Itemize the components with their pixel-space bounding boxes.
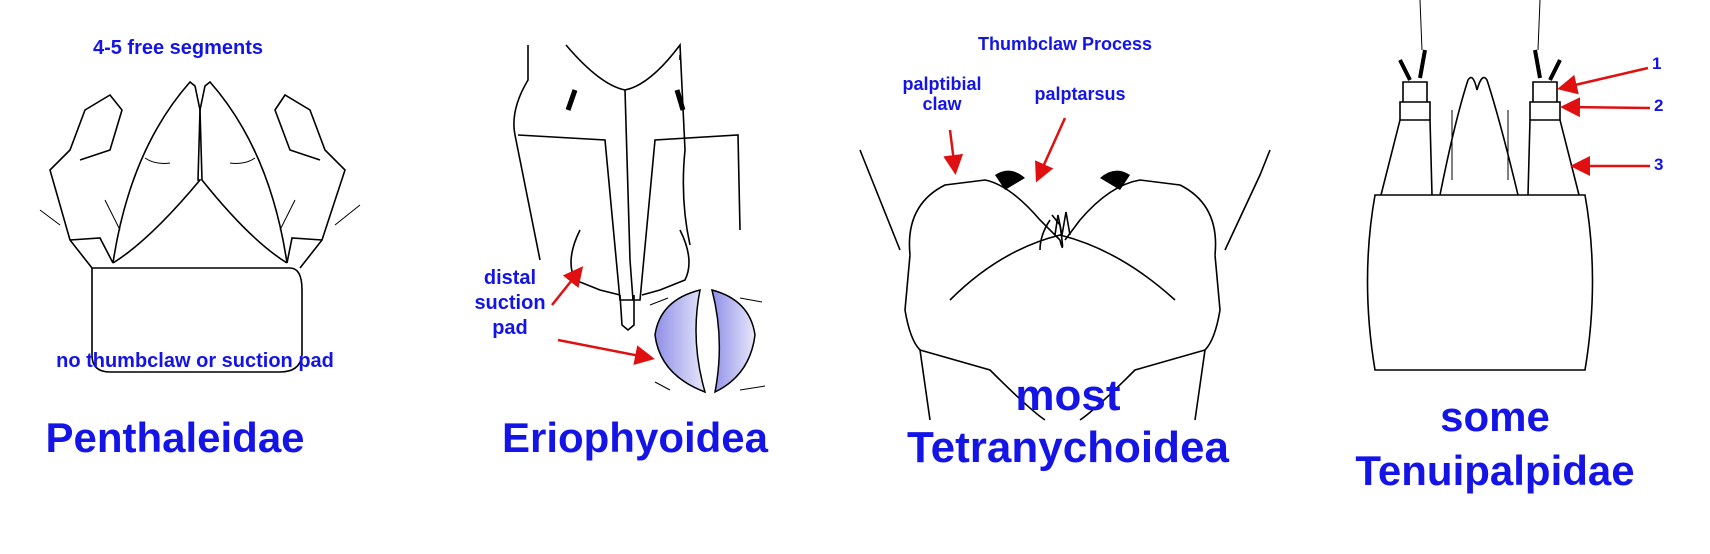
pointer-arrow [943, 129, 964, 175]
segment-number-2: 2 [1654, 96, 1664, 115]
pointer-arrow [557, 338, 655, 365]
label-line: suction [474, 292, 546, 314]
label-line: claw [922, 93, 962, 114]
label-line: palptibial [902, 74, 982, 94]
taxon-penthaleidae: Penthaleidae [45, 414, 305, 461]
thumbclaw-process-title: Thumbclaw Process [977, 34, 1153, 54]
tenuipalpidae-gnathosoma-drawing [1366, 0, 1594, 371]
taxon-eriophyoidea: Eriophyoidea [501, 414, 769, 461]
no-thumbclaw-note: no thumbclaw or suction pad [56, 350, 334, 372]
label-line: pad [492, 317, 528, 339]
pointer-arrow [551, 266, 584, 306]
palptarsus-label: palptarsus [1034, 84, 1126, 104]
label-line: some [1440, 393, 1550, 440]
segment-number-3: 3 [1654, 155, 1664, 174]
distal-suction-pad-label: distal suction pad [474, 266, 545, 341]
penthaleidae-gnathosoma-drawing [39, 80, 361, 373]
pointer-arrow [1557, 66, 1649, 95]
taxon-tenuipalpidae: some Tenuipalpidae [1355, 390, 1634, 498]
label-line: distal [483, 267, 537, 289]
label-line: most [1015, 371, 1121, 420]
eriophyoidea-gnathosoma-drawing [513, 42, 741, 332]
label-line: Tenuipalpidae [1355, 447, 1635, 494]
tetranychoidea-gnathosoma-drawing [859, 149, 1271, 421]
pointer-arrow [1560, 97, 1651, 118]
label-line: Tetranychoidea [907, 423, 1229, 472]
suction-pad-inset-drawing [649, 288, 766, 394]
free-segments-label: 4-5 free segments [92, 37, 264, 59]
palptibial-claw-label: palptibial claw [902, 74, 982, 115]
segment-number-1: 1 [1652, 54, 1662, 73]
pointer-arrow [1035, 117, 1067, 183]
taxon-tetranychoidea: most Tetranychoidea [907, 370, 1229, 474]
